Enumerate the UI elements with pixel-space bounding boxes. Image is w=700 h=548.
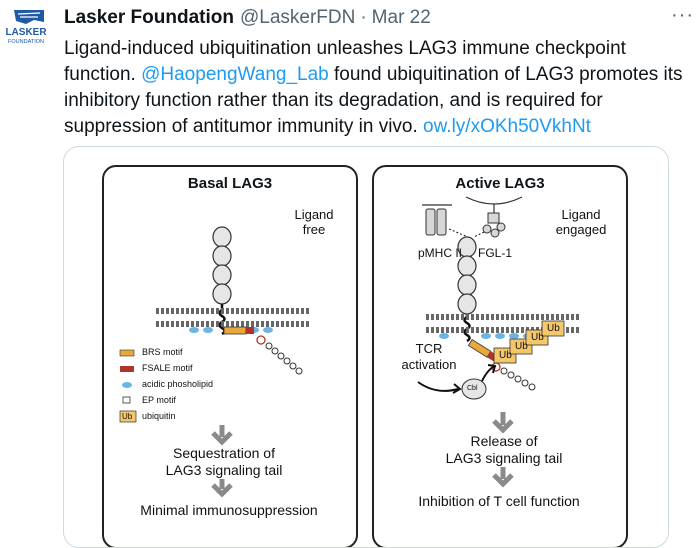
tweet-text: Ligand-induced ubiquitination unleashes … xyxy=(64,36,684,140)
legend-ub-swatch-text: Ub xyxy=(122,412,133,421)
ligand-free-line2: free xyxy=(302,222,326,237)
ligand-free-label: Ligand free xyxy=(284,207,344,237)
url-link[interactable]: ow.ly/xOKh50VkhNt xyxy=(423,116,591,137)
basal-lag3-panel: Basal LAG3 Ligand free xyxy=(102,165,358,547)
legend-swatch-lipid xyxy=(122,382,132,388)
ep-motif-tail xyxy=(265,342,303,375)
basal-outcome: Minimal immunosuppression xyxy=(140,502,318,518)
logo-text-bottom: FOUNDATION xyxy=(8,39,44,45)
active-lag3-diagram xyxy=(417,196,579,488)
brs-motif xyxy=(223,326,247,335)
basal-result-line2: LAG3 signaling tail xyxy=(165,462,283,478)
active-result-line1: Release of xyxy=(470,433,538,449)
ub-label-4: Ub xyxy=(547,323,560,334)
active-outcome: Inhibition of T cell function xyxy=(418,493,580,509)
cbl-label: Cbl xyxy=(467,385,478,392)
panel-title-active: Active LAG3 xyxy=(455,175,545,192)
ligand-engaged-label: Ligand engaged xyxy=(548,207,614,237)
brs-motif xyxy=(467,339,492,358)
tweet-text-part2: found ubiquitination of LAG3 promotes it… xyxy=(64,64,683,137)
ligand-engaged-line2: engaged xyxy=(555,222,607,237)
cbl-protein xyxy=(461,378,487,400)
author-name[interactable]: Lasker Foundation xyxy=(64,7,234,28)
ub-label-1: Ub xyxy=(499,350,512,361)
basal-result: Sequestration of LAG3 signaling tail xyxy=(144,445,304,479)
tcr-line1: TCR xyxy=(415,341,443,356)
tweet-header: Lasker Foundation @LaskerFDN · Mar 22 xyxy=(64,5,670,31)
tcr-arrow-icon xyxy=(417,381,459,392)
pmhc-ii-label: pMHC II xyxy=(418,246,463,260)
tcr-activation-label: TCR activation xyxy=(396,341,462,373)
tweet-date[interactable]: Mar 22 xyxy=(371,7,431,28)
membrane xyxy=(156,308,309,327)
active-result-line2: LAG3 signaling tail xyxy=(445,450,563,466)
header-separator: · xyxy=(360,7,367,28)
legend-label-lipid: acidic phosholipid xyxy=(142,379,214,389)
legend-label-fsale: FSALE motif xyxy=(142,363,193,373)
legend-swatch-fsale xyxy=(120,366,134,372)
legend-label-ub: ubiquitin xyxy=(142,411,176,421)
acidic-phospholipids xyxy=(439,333,533,339)
lag3-ectodomain xyxy=(212,226,232,305)
tcr-line2: activation xyxy=(401,357,457,372)
active-result: Release of LAG3 signaling tail xyxy=(414,433,594,467)
legend xyxy=(119,349,137,423)
more-options-icon[interactable]: ··· xyxy=(671,4,694,26)
basal-lag3-diagram xyxy=(119,226,309,498)
media-image[interactable]: Basal LAG3 Ligand free xyxy=(63,146,669,548)
avatar[interactable]: LASKER FOUNDATION xyxy=(4,6,50,48)
pmhc-ii-molecule xyxy=(425,208,447,236)
fsale-motif xyxy=(246,327,254,334)
arrow-down-icon xyxy=(211,425,233,446)
legend-swatch-ep xyxy=(122,396,131,404)
legend-swatch-ub xyxy=(119,410,137,423)
ligand-free-line1: Ligand xyxy=(294,207,334,222)
logo-text-top: LASKER xyxy=(5,27,47,38)
active-lag3-panel: Active LAG3 Ligand engaged xyxy=(372,165,628,547)
fgl1-molecule xyxy=(465,196,523,238)
ub-label-2: Ub xyxy=(515,341,528,352)
ubiquitin-box-4 xyxy=(541,320,565,337)
arrow-down-icon xyxy=(492,412,514,434)
arrow-down-icon xyxy=(492,467,514,488)
legend-label-brs: BRS motif xyxy=(142,347,183,357)
lag3-ectodomain xyxy=(457,236,477,315)
legend-label-ep: EP motif xyxy=(142,395,176,405)
ubiquitin-chain xyxy=(493,320,565,364)
author-handle[interactable]: @LaskerFDN xyxy=(239,7,356,28)
arrow-down-icon xyxy=(211,479,233,498)
lasker-logo-icon: LASKER FOUNDATION xyxy=(5,10,47,45)
ligand-engaged-line1: Ligand xyxy=(561,207,601,222)
released-tail xyxy=(467,339,498,362)
basal-result-line1: Sequestration of xyxy=(173,445,275,461)
ub-label-3: Ub xyxy=(531,332,544,343)
legend-swatch-brs xyxy=(119,349,135,357)
mention-link[interactable]: @HaopengWang_Lab xyxy=(141,64,329,85)
tweet-text-part1: Ligand-induced ubiquitination unleashes … xyxy=(64,38,626,85)
fgl1-label: FGL-1 xyxy=(478,246,513,260)
panel-title-basal: Basal LAG3 xyxy=(187,175,273,192)
ep-motif-tail xyxy=(500,367,536,391)
